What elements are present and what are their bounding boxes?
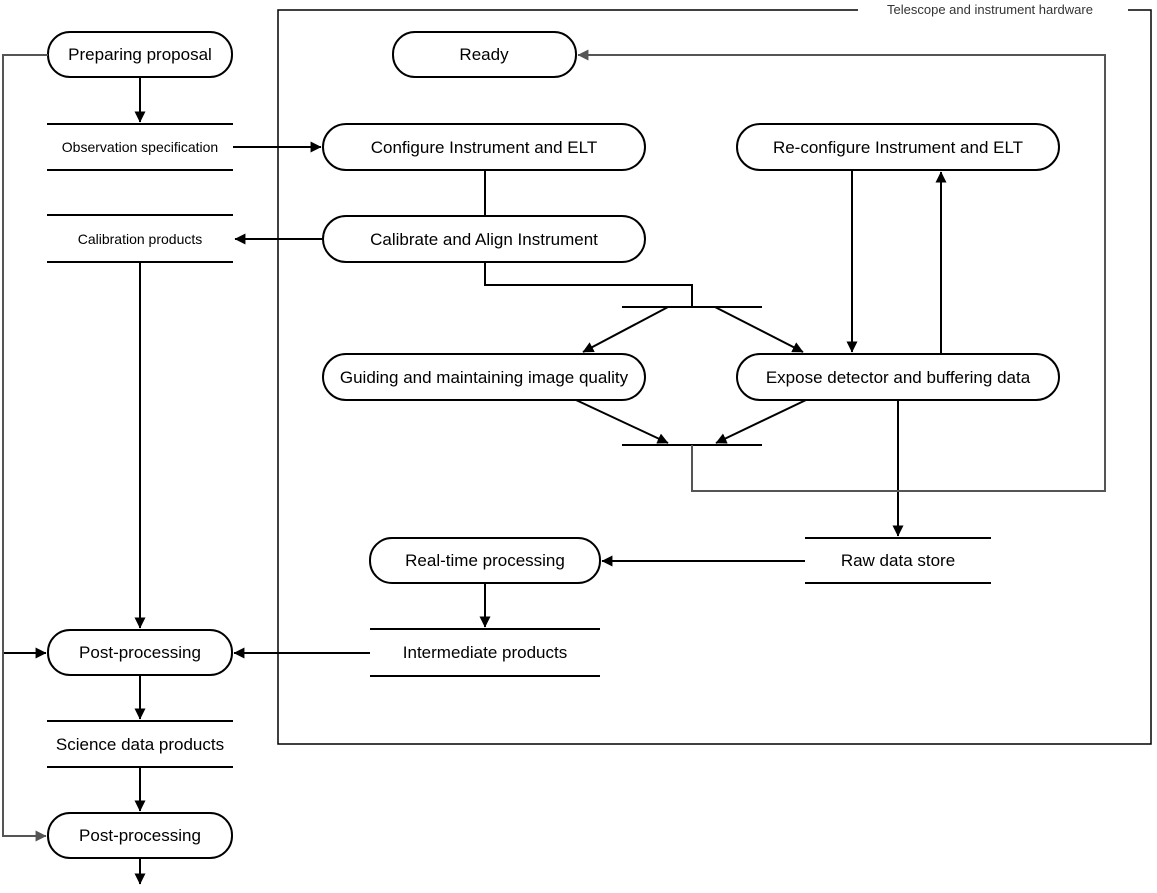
- store-calibration-products: Calibration products: [47, 214, 233, 263]
- process-label: Re-configure Instrument and ELT: [773, 138, 1023, 157]
- process-ready: Ready: [392, 31, 577, 78]
- store-observation-spec: Observation specification: [47, 123, 233, 171]
- process-label: Real-time processing: [405, 551, 565, 570]
- store-label: Intermediate products: [403, 643, 567, 662]
- store-label: Observation specification: [62, 139, 218, 155]
- store-label: Raw data store: [841, 551, 955, 570]
- arrow-fork-to-expose: [714, 306, 804, 353]
- store-science-data: Science data products: [47, 720, 233, 768]
- arrow-guiding-to-join: [575, 399, 669, 444]
- store-label: Science data products: [56, 735, 224, 754]
- process-guiding: Guiding and maintaining image quality: [322, 353, 646, 401]
- process-label: Preparing proposal: [68, 45, 212, 64]
- process-label: Guiding and maintaining image quality: [340, 368, 629, 387]
- process-label: Configure Instrument and ELT: [371, 138, 597, 157]
- hardware-frame-label: Telescope and instrument hardware: [887, 2, 1093, 17]
- hardware-frame: [277, 9, 1152, 745]
- process-reconfigure: Re-configure Instrument and ELT: [736, 123, 1060, 171]
- process-label: Ready: [459, 45, 509, 64]
- process-postproc-1: Post-processing: [47, 629, 233, 676]
- process-preparing-proposal: Preparing proposal: [47, 31, 233, 78]
- process-label: Calibrate and Align Instrument: [370, 230, 598, 249]
- process-realtime: Real-time processing: [369, 537, 601, 584]
- process-label: Expose detector and buffering data: [766, 368, 1031, 387]
- process-calibrate: Calibrate and Align Instrument: [322, 215, 646, 263]
- arrow-expose-to-join: [715, 399, 807, 444]
- connectors: [3, 77, 947, 885]
- line-calibrate-to-fork: [484, 262, 693, 307]
- loop-join-to-ready: [577, 49, 1106, 492]
- feedback-connectors: [2, 49, 1106, 842]
- store-raw-data: Raw data store: [805, 537, 991, 584]
- process-postproc-2: Post-processing: [47, 812, 233, 859]
- store-label: Calibration products: [78, 231, 203, 247]
- process-label: Post-processing: [79, 826, 201, 845]
- loop-proposal-to-postproc2: [2, 54, 48, 842]
- arrow-fork-to-guiding: [582, 306, 669, 353]
- store-intermediate: Intermediate products: [370, 628, 600, 677]
- process-label: Post-processing: [79, 643, 201, 662]
- process-configure: Configure Instrument and ELT: [322, 123, 646, 171]
- process-expose: Expose detector and buffering data: [736, 353, 1060, 401]
